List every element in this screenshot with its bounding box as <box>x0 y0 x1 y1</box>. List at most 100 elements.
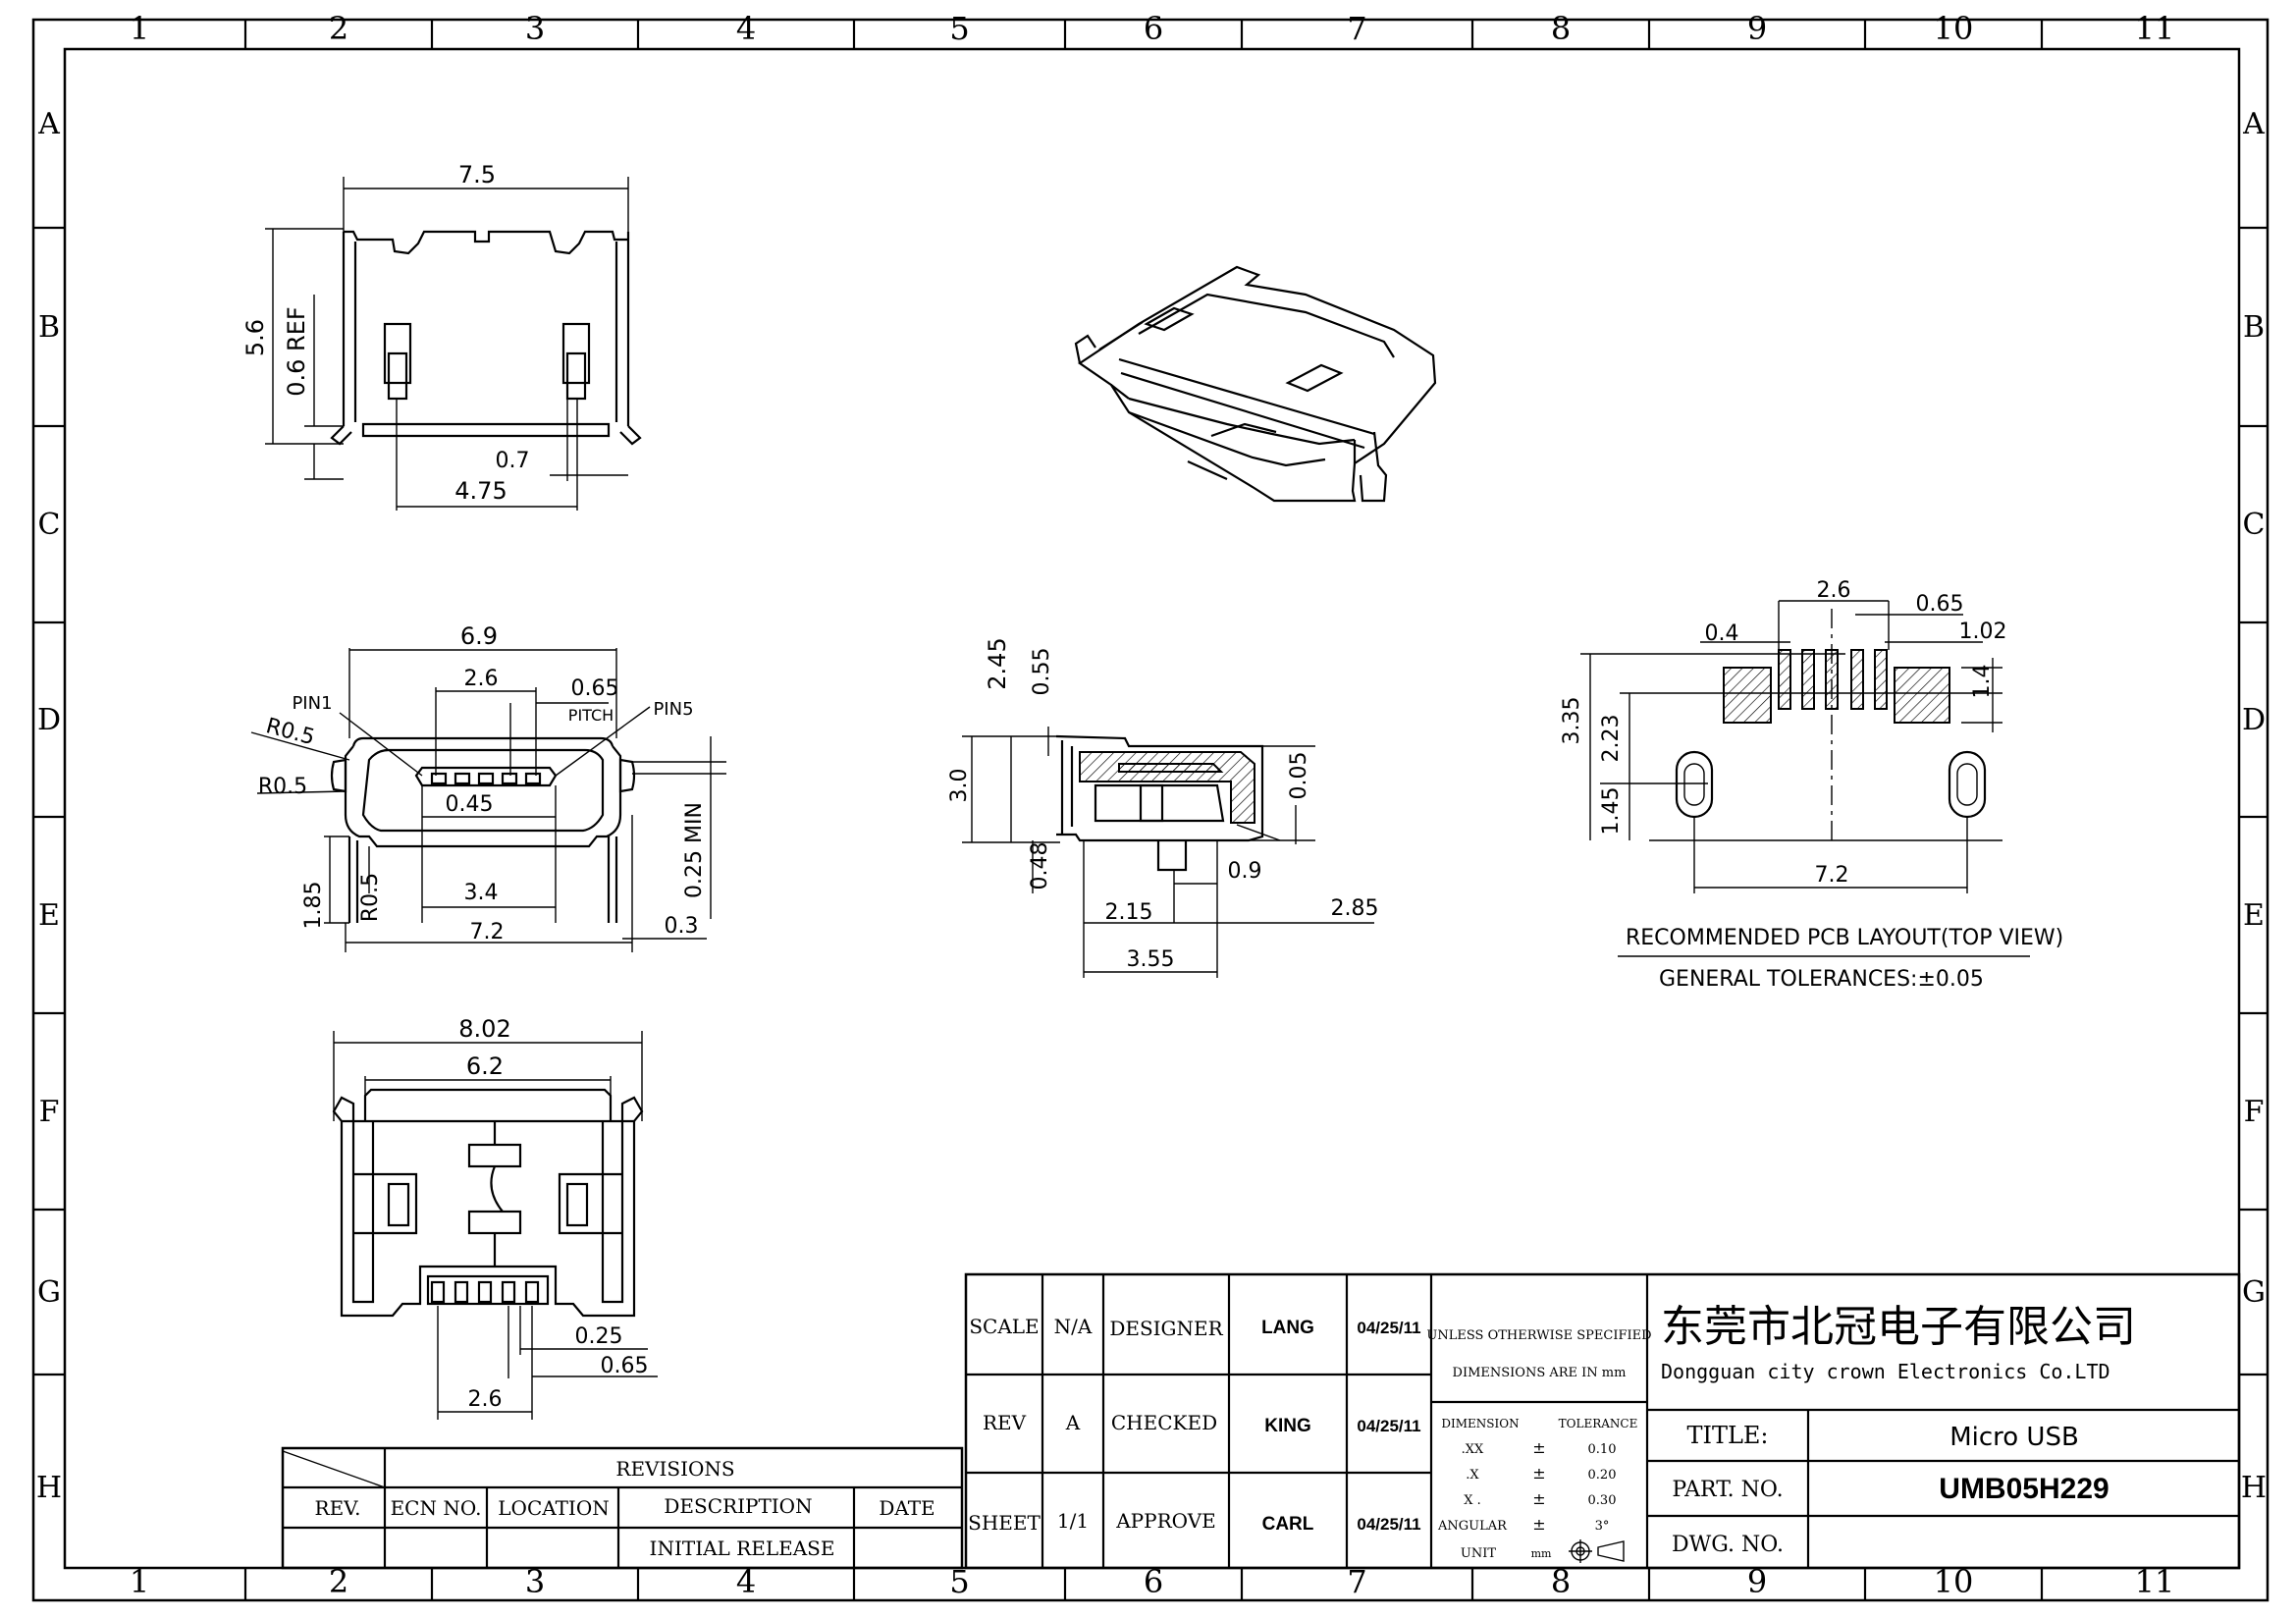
company-name-en: Dongguan city crown Electronics Co.LTD <box>1661 1360 2110 1383</box>
grid-row-label: G <box>37 1275 61 1310</box>
checked-label: CHECKED <box>1111 1411 1217 1434</box>
dim-bottom-pin-w: 0.25 <box>575 1324 623 1349</box>
tolerance-cell: ANGULAR <box>1437 1519 1508 1534</box>
sheet-label: SHEET <box>968 1511 1041 1535</box>
grid-column-label: 10 <box>1934 10 1974 47</box>
dim-pcb-width: 7.2 <box>1815 863 1849 888</box>
pcb-pad-left <box>1723 667 1772 724</box>
grid-column-label: 11 <box>2135 1563 2175 1600</box>
rev-header-ecn: ECN NO. <box>391 1496 482 1520</box>
grid-row-label: F <box>39 1095 60 1129</box>
bottom-view: 8.02 6.2 0.25 0.65 2.6 <box>332 1015 658 1420</box>
dim-bottom-span: 2.6 <box>468 1387 503 1412</box>
grid-row-label: C <box>38 508 61 542</box>
projection-symbol-icon <box>1569 1539 1625 1563</box>
grid-column-label: 2 <box>329 10 348 47</box>
designer-label: DESIGNER <box>1109 1317 1223 1340</box>
tol-tol-header: TOLERANCE <box>1559 1417 1638 1430</box>
dim-side-d2: 2.15 <box>1105 900 1153 925</box>
dim-pcb-h2: 2.23 <box>1599 715 1624 763</box>
pcb-signal-pad <box>1801 649 1815 710</box>
dim-pcb-h3: 1.45 <box>1599 787 1624 836</box>
dim-top-ref: 0.6 REF <box>283 306 310 396</box>
unless-note-2: DIMENSIONS ARE IN mm <box>1453 1366 1627 1380</box>
grid-column-label: 8 <box>1551 10 1571 47</box>
rev-header-location: LOCATION <box>498 1496 609 1520</box>
approve-label: APPROVE <box>1115 1509 1216 1533</box>
dim-pcb-span: 2.6 <box>1817 578 1851 603</box>
grid-row-label: B <box>38 310 60 345</box>
tolerance-cell: .X <box>1466 1468 1479 1483</box>
pin5-label: PIN5 <box>653 699 693 720</box>
dim-front-r2: R0.5 <box>258 775 307 799</box>
pcb-signal-pad <box>1850 649 1864 710</box>
grid-column-label: 5 <box>949 10 969 47</box>
grid-row-label: G <box>2242 1275 2266 1310</box>
tolerance-cell: ± <box>1532 1489 1545 1508</box>
pcb-signal-pad <box>1874 649 1888 710</box>
unit-label: UNIT <box>1461 1546 1496 1561</box>
approve-name: CARL <box>1262 1514 1314 1535</box>
dim-front-min: 0.25 MIN <box>682 802 707 898</box>
unit-value: mm <box>1531 1547 1552 1560</box>
grid-column-label: 1 <box>130 10 149 47</box>
dim-pcb-h1: 3.35 <box>1560 697 1584 745</box>
dim-front-body: 7.2 <box>470 920 505 944</box>
dim-bottom-inner: 6.2 <box>466 1052 504 1080</box>
dim-front-r3: R0.5 <box>358 873 383 922</box>
dim-bottom-pitch: 0.65 <box>601 1354 649 1378</box>
dim-side-d1: 0.9 <box>1228 859 1262 884</box>
dim-front-pin-span: 2.6 <box>464 667 499 691</box>
designer-date: 04/25/11 <box>1357 1319 1420 1337</box>
grid-column-label: 10 <box>1934 1563 1974 1600</box>
part-label: PART. NO. <box>1672 1478 1783 1502</box>
title-value: Micro USB <box>1949 1423 2079 1452</box>
designer-name: LANG <box>1261 1318 1314 1338</box>
dim-top-width: 7.5 <box>458 161 496 189</box>
pcb-slot-right <box>1948 750 1987 819</box>
tolerance-cell: ± <box>1532 1464 1545 1483</box>
dim-front-inner: 3.4 <box>464 881 499 905</box>
top-view: 7.5 5.6 0.6 REF 0.7 4.75 <box>241 161 642 511</box>
tolerance-cell: .XX <box>1462 1442 1484 1457</box>
grid-column-label: 6 <box>1144 10 1163 47</box>
grid-column-label: 9 <box>1747 10 1767 47</box>
grid-row-label: F <box>2244 1095 2265 1129</box>
dim-front-leg: 1.85 <box>301 882 326 930</box>
pcb-signal-pad <box>1778 649 1791 710</box>
tol-dim-header: DIMENSION <box>1441 1417 1519 1430</box>
dim-top-height: 5.6 <box>241 319 269 356</box>
dim-front-gap: 0.3 <box>665 914 699 939</box>
tolerance-cell: 0.30 <box>1588 1493 1617 1508</box>
unless-note-1: UNLESS OTHERWISE SPECIFIED <box>1426 1328 1651 1343</box>
grid-column-label: 7 <box>1347 10 1366 47</box>
dim-pcb-pad-w: 0.4 <box>1705 621 1739 646</box>
revisions-table: REVISIONS REV. ECN NO. LOCATION DESCRIPT… <box>281 1446 964 1570</box>
tolerance-cell: 0.10 <box>1588 1442 1617 1457</box>
part-number: UMB05H229 <box>1939 1473 2109 1505</box>
grid-column-label: 6 <box>1144 1563 1163 1600</box>
grid-column-label: 7 <box>1347 1563 1366 1600</box>
scale-label: SCALE <box>969 1315 1039 1338</box>
dim-side-h3: 3.0 <box>947 769 972 803</box>
dim-top-pitch: 0.7 <box>496 449 530 473</box>
dim-front-width: 6.9 <box>460 622 498 650</box>
checked-date: 04/25/11 <box>1357 1417 1420 1435</box>
grid-row-label: D <box>37 703 61 737</box>
grid-column-label: 4 <box>736 10 756 47</box>
grid-row-label: H <box>2241 1471 2267 1505</box>
dim-side-h1: 2.45 <box>984 637 1011 689</box>
dim-front-pin-w: 0.45 <box>446 792 494 817</box>
side-view: 2.45 0.55 3.0 0.05 0.48 0.9 2.15 2.85 3.… <box>947 637 1378 978</box>
pitch-label: PITCH <box>568 706 614 725</box>
tolerance-cell: 0.20 <box>1588 1468 1617 1483</box>
grid-row-label: A <box>2242 107 2265 141</box>
dim-front-pitch: 0.65 <box>571 676 619 701</box>
rev-label: REV <box>983 1411 1027 1434</box>
pcb-layout-title: RECOMMENDED PCB LAYOUT(TOP VIEW) <box>1626 926 2063 950</box>
sheet-value: 1/1 <box>1057 1509 1089 1533</box>
dim-side-h2: 0.55 <box>1030 648 1054 696</box>
dim-pcb-pad-h: 1.4 <box>1970 665 1995 699</box>
dim-top-span: 4.75 <box>454 477 507 505</box>
title-block: SCALE N/A DESIGNER LANG 04/25/11 REV A C… <box>964 1272 2241 1570</box>
